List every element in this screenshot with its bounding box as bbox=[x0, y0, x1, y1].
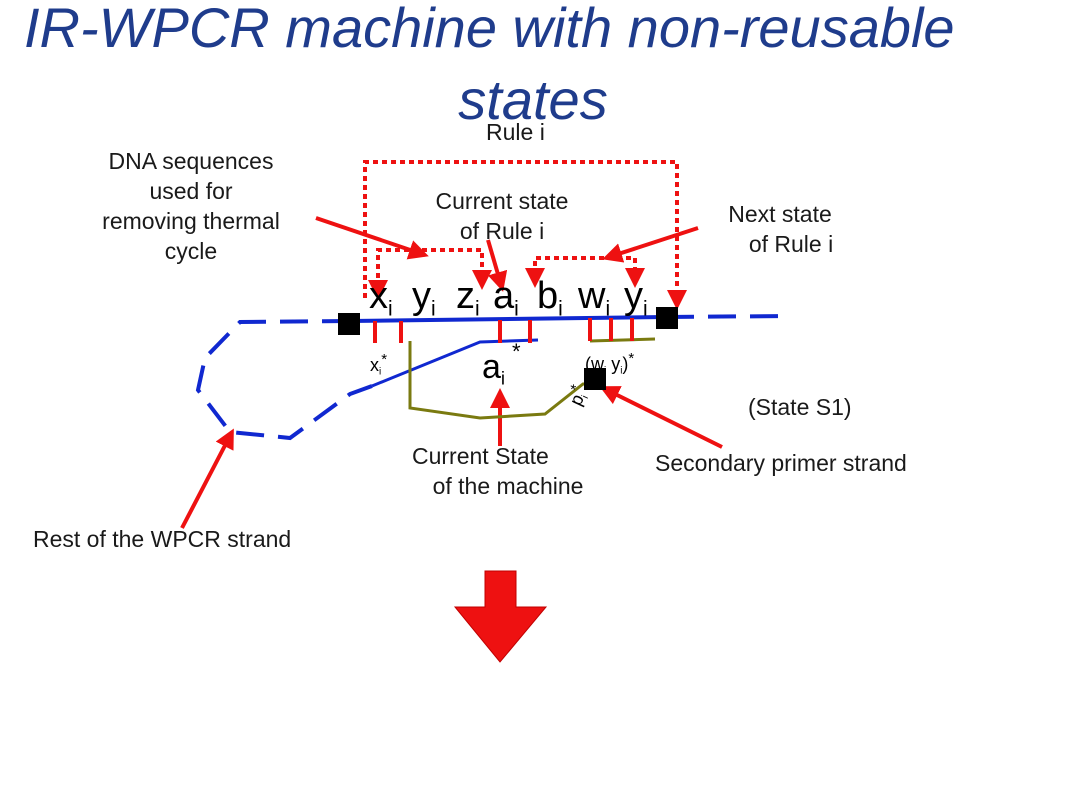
dna-line: DNA sequences bbox=[108, 148, 274, 174]
rule-bracket bbox=[363, 160, 687, 310]
current-state-machine-line: Current State bbox=[412, 443, 549, 469]
current-state-rule-label: Current state of Rule i bbox=[398, 186, 606, 246]
transition-arrow bbox=[453, 570, 548, 663]
next-state-rule-line: of Rule i bbox=[748, 231, 834, 257]
dna-line: used for bbox=[149, 178, 233, 204]
dashed-loop bbox=[195, 319, 373, 441]
next-state-rule-line: Next state bbox=[728, 201, 832, 227]
strand-symbol-w: wi bbox=[578, 275, 611, 321]
strand-symbol-y2: yi bbox=[624, 275, 648, 321]
next-state-rule-label: Next state of Rule i bbox=[692, 199, 868, 259]
current-state-rule-arrow bbox=[486, 239, 508, 292]
strand-symbol-z: zi bbox=[456, 275, 480, 321]
strand-symbol-b: bi bbox=[537, 275, 563, 321]
current-state-machine-label: Current State of the machine bbox=[396, 441, 620, 501]
secondary-primer-label: Secondary primer strand bbox=[655, 450, 907, 476]
strand-marker-right bbox=[656, 307, 678, 329]
slide-title-line2: states bbox=[458, 68, 608, 131]
strand-symbol-x: xi bbox=[369, 275, 393, 321]
complement-x-label: xi* bbox=[370, 351, 388, 378]
strand-symbol-y: yi bbox=[412, 275, 436, 321]
complement-a-label: ai bbox=[482, 348, 506, 389]
strand-symbol-a: ai bbox=[493, 275, 519, 321]
dna-sequences-label: DNA sequences used for removing thermal … bbox=[50, 146, 332, 266]
strand-marker-left bbox=[338, 313, 360, 335]
next-state-rule-arrow bbox=[602, 226, 699, 263]
rule-label: Rule i bbox=[486, 119, 545, 145]
current-state-rule-line: Current state bbox=[435, 188, 569, 214]
main-strand bbox=[349, 315, 667, 323]
dna-line: cycle bbox=[164, 238, 218, 264]
rest-of-strand-label: Rest of the WPCR strand bbox=[33, 526, 292, 552]
dna-sequences-arrow bbox=[315, 216, 429, 260]
current-state-rule-line: of Rule i bbox=[459, 218, 545, 244]
dashed-tail bbox=[665, 314, 791, 319]
complement-wy-label: (wi yi)* bbox=[585, 350, 635, 377]
rest-of-strand-arrow bbox=[180, 428, 234, 529]
next-state-bracket bbox=[525, 256, 645, 288]
secondary-primer-arrow bbox=[599, 386, 723, 449]
slide-title-line1: IR-WPCR machine with non-reusable bbox=[24, 0, 955, 59]
primer-top-strand bbox=[589, 337, 656, 343]
primer-marker bbox=[584, 368, 606, 390]
dna-line: removing thermal bbox=[102, 208, 280, 234]
complement-strand bbox=[371, 338, 539, 388]
state-label: (State S1) bbox=[748, 394, 852, 420]
current-state-machine-line: of the machine bbox=[432, 473, 584, 499]
complement-a-star: * bbox=[512, 339, 521, 364]
dna-bracket bbox=[368, 248, 492, 300]
